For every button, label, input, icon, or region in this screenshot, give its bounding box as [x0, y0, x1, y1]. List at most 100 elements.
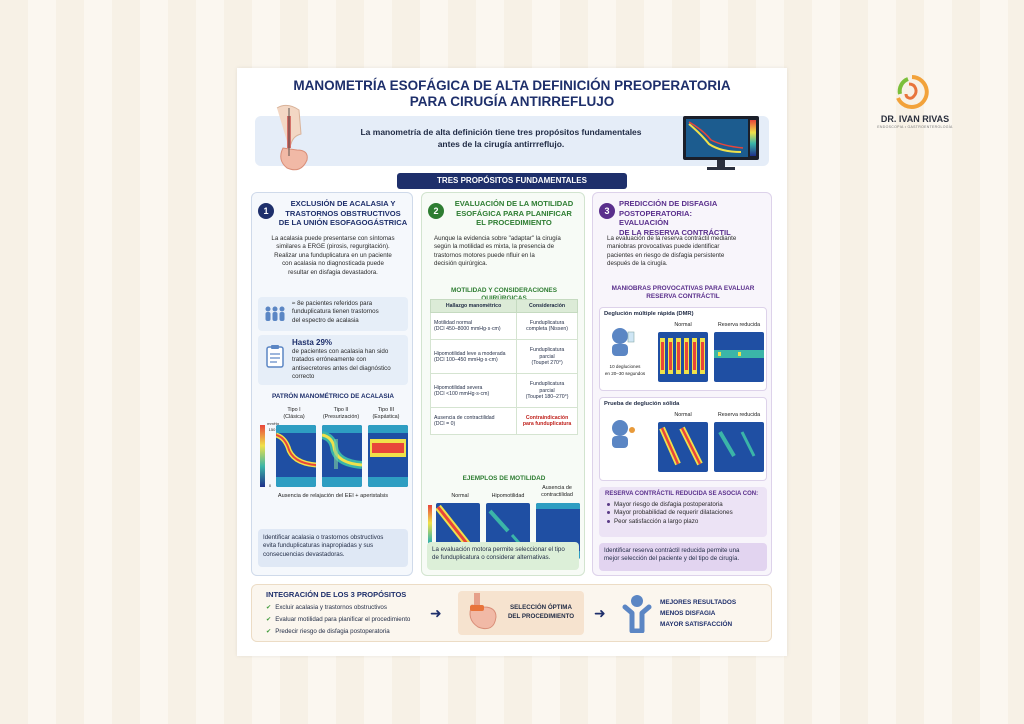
- infographic-poster: MANOMETRÍA ESOFÁGICA DE ALTA DEFINICIÓN …: [237, 68, 787, 656]
- sel-l2: DEL PROCEDIMIENTO: [507, 613, 575, 620]
- check-icon: ✔: [266, 628, 272, 635]
- stat-box-1: ≈ 8e pacientes referidos para funduplica…: [258, 297, 408, 331]
- sel-l1: SELECCIÓN ÓPTIMA: [510, 604, 572, 611]
- table-header-row: Hallazgo manométrico Consideración: [429, 298, 578, 314]
- p2-title-l2: ESOFÁGICA PARA PLANIFICAR: [456, 208, 572, 218]
- p2-title-l1: EVALUACIÓN DE LA MOTILIDAD: [454, 199, 574, 208]
- title-line-2: PARA CIRUGÍA ANTIRREFLUJO: [409, 94, 615, 109]
- cell-finding: Hipomotilidad severa(DCI <100 mmHg·s·cm): [429, 373, 518, 409]
- integ-item-1: Evaluar motilidad para planificar el pro…: [275, 616, 411, 623]
- r2-c0: Funduplicatura: [529, 381, 565, 388]
- type-1-label: Tipo I (Clásica): [272, 407, 316, 420]
- motility-table: Hallazgo manométrico Consideración Motil…: [429, 298, 578, 436]
- maneuver-solid-title: Prueba de deglución sólida: [604, 401, 680, 407]
- association-item: Peor satisfacción a largo plazo: [607, 518, 767, 526]
- motility-examples-title: EJEMPLOS DE MOTILIDAD: [462, 475, 546, 482]
- dmr-reduced-label: Reserva reducida: [717, 322, 761, 328]
- clipboard-icon: [266, 345, 284, 368]
- table-row: Ausencia de contractilidad(DCI = 0) Cont…: [429, 407, 578, 436]
- dmr-normal-plot: [658, 332, 708, 382]
- stat1-l3: del espectro de acalasia: [292, 316, 359, 324]
- p1-body-l3: Realizar una funduplicatura en un pacien…: [274, 251, 392, 259]
- maneuver-dmr: Deglución múltiple rápida (DMR) 10 deglu…: [599, 307, 767, 391]
- type1-name: Tipo I: [287, 407, 301, 413]
- title-line-1: MANOMETRÍA ESOFÁGICA DE ALTA DEFINICIÓN …: [293, 78, 731, 93]
- integration-item: ✔Excluir acalasia y trastornos obstructi…: [266, 604, 387, 612]
- purpose-1-number: 1: [258, 203, 274, 219]
- solid-normal-label: Normal: [674, 412, 692, 418]
- type3-name: Tipo III: [377, 407, 395, 413]
- type2-sub: (Presurización): [322, 413, 360, 420]
- purpose-3-number: 3: [599, 203, 615, 219]
- r2-c2: (Toupet 180–270°): [525, 394, 569, 401]
- assoc-item-0: Mayor riesgo de disfagia postoperatoria: [614, 501, 723, 508]
- p1-concl-l3: consecuencias devastadoras.: [263, 550, 345, 558]
- man-title-l1: MANIOBRAS PROVOCATIVAS PARA EVALUAR: [611, 285, 755, 292]
- maneuvers-title: MANIOBRAS PROVOCATIVAS PARA EVALUAR RESE…: [599, 285, 767, 301]
- achalasia-type-1-plot: [276, 425, 316, 487]
- r3-f0: Ausencia de contractilidad: [434, 415, 495, 421]
- cell-finding: Ausencia de contractilidad(DCI = 0): [429, 407, 518, 436]
- purpose-3-panel: 3 PREDICCIÓN DE DISFAGIA POSTOPERATORIA:…: [592, 192, 772, 576]
- purpose-1-body: La acalasia puede presentarse con síntom…: [258, 235, 408, 277]
- p1-body-l2: similares a ERGE (pirosis, regurgitación…: [276, 243, 390, 251]
- ex2-l1: contractilidad: [541, 491, 573, 498]
- p1-concl-l1: Identificar acalasia o trastornos obstru…: [263, 534, 384, 541]
- brand-stomach-icon: [896, 75, 929, 109]
- stat-2-text: de pacientes con acalasia han sido trata…: [292, 348, 406, 382]
- table-row: Motilidad normal(DCI 450–8000 mmHg·s·cm)…: [429, 312, 578, 341]
- dmr-reduced-plot: [714, 332, 764, 382]
- r1-f0: Hipomotilidad leve a moderada: [434, 350, 506, 357]
- p1-concl-l2: evita funduplicaturas inapropiadas y sus: [263, 542, 374, 550]
- result-1: MENOS DISFAGIA: [660, 610, 716, 617]
- drinking-person-icon: [612, 328, 635, 356]
- p3-body-l2: maniobras provocativas puede identificar: [607, 243, 720, 251]
- stat-2-headline: Hasta 29%: [292, 338, 333, 347]
- stat1-l1: ≈ 8e pacientes referidos para: [292, 300, 373, 307]
- purpose-3-title: PREDICCIÓN DE DISFAGIA POSTOPERATORIA: E…: [619, 199, 739, 237]
- stat-1-text: ≈ 8e pacientes referidos para funduplica…: [292, 300, 406, 325]
- dmr-note-l2: en 20–30 segundos: [604, 370, 646, 376]
- type3-sub: (Espástica): [372, 413, 400, 420]
- dmr-normal-label: Normal: [674, 322, 692, 328]
- man-title-l2: RESERVA CONTRÁCTIL: [646, 293, 720, 300]
- purpose-3-body: La evaluación de la reserva contráctil m…: [607, 235, 767, 269]
- association-item: Mayor riesgo de disfagia postoperatoria: [607, 501, 767, 509]
- happy-person-icon: [622, 595, 652, 633]
- maneuver-solid: Prueba de deglución sólida Normal Reserv…: [599, 397, 767, 481]
- association-title: RESERVA CONTRÁCTIL REDUCIDA SE ASOCIA CO…: [605, 491, 759, 497]
- stat2-l4: correcto: [292, 373, 315, 381]
- brand-name: DR. IVAN RIVAS: [880, 114, 950, 124]
- eating-person-icon: [612, 420, 635, 448]
- motility-scale: [428, 505, 432, 559]
- integration-item: ✔Evaluar motilidad para planificar el pr…: [266, 616, 410, 624]
- p2-concl-l1: La evaluación motora permite seleccionar…: [432, 546, 565, 553]
- poster-title: MANOMETRÍA ESOFÁGICA DE ALTA DEFINICIÓN …: [237, 78, 787, 110]
- association-list: Mayor riesgo de disfagia postoperatoria …: [607, 501, 767, 526]
- r1-c0: Funduplicatura: [529, 347, 565, 354]
- check-icon: ✔: [266, 616, 272, 623]
- p3-concl-l2: mejor selección del paciente y del tipo …: [604, 555, 740, 563]
- p2-body-l2: según la motilidad es mixta, la presenci…: [434, 243, 555, 251]
- association-item: Mayor probabilidad de requerir dilatacio…: [607, 509, 767, 517]
- arrow-right-icon: ➜: [430, 605, 442, 621]
- stat-box-2: Hasta 29% de pacientes con acalasia han …: [258, 335, 408, 385]
- r2-f0: Hipomotilidad severa: [434, 384, 483, 391]
- p1-body-l4: con acalasia no diagnosticada puede: [282, 260, 384, 268]
- stat2-l2: tratados erróneamente con: [292, 356, 367, 364]
- p2-body-l3: trastornos motores puede nfluir en la: [434, 251, 535, 259]
- purpose-2-body: Aunque la evidencia sobre "adaptar" la c…: [434, 235, 582, 269]
- result-0: MEJORES RESULTADOS: [660, 599, 737, 606]
- stat2-l1: de pacientes con acalasia han sido: [292, 348, 389, 355]
- th-consideration: Consideración: [516, 298, 578, 314]
- association-box: RESERVA CONTRÁCTIL REDUCIDA SE ASOCIA CO…: [599, 487, 767, 537]
- cell-finding: Motilidad normal(DCI 450–8000 mmHg·s·cm): [429, 312, 518, 341]
- intro-line-2: antes de la cirugía antirrreflujo.: [437, 139, 565, 149]
- r2-c1: parcial: [539, 387, 555, 394]
- brand-tagline: ENDOSCOPIA • GASTROENTEROLOGÍA: [877, 125, 953, 129]
- p3-concl-l1: Identificar reserva contráctil reducida …: [604, 547, 740, 554]
- r3-c1: para funduplicatura: [522, 421, 572, 428]
